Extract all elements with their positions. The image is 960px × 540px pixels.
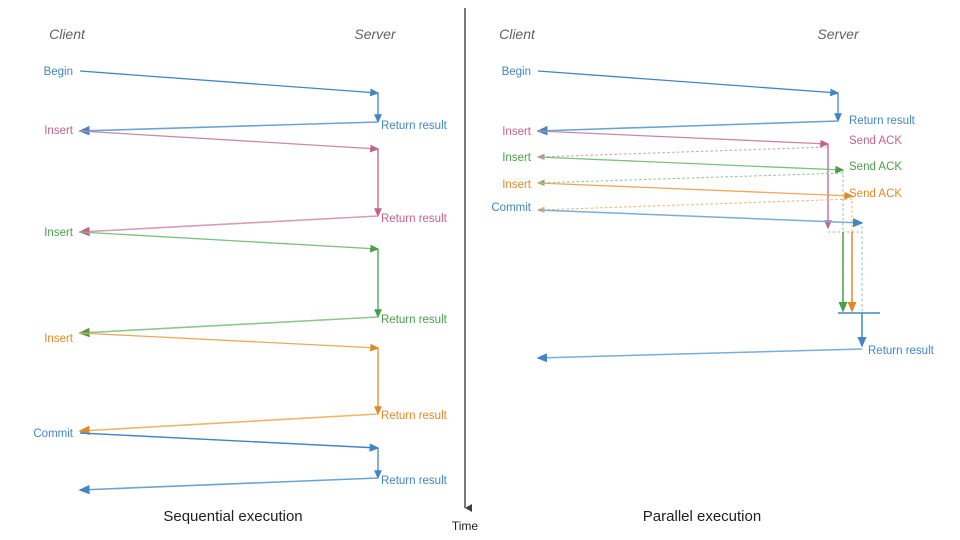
- client-label-insert-2: Insert: [44, 227, 74, 239]
- server-label-send-ack-3: Send ACK: [849, 188, 902, 200]
- arrow-insert3-request: [79, 332, 380, 352]
- server-label-return-result-2: Return result: [381, 213, 448, 225]
- panel-parallel: Client Server Return result Send ACK: [491, 26, 934, 525]
- arrow-commit-response-parallel: [536, 348, 863, 363]
- arrow-ack1-dotted: [536, 146, 829, 161]
- panel-caption-parallel: Parallel execution: [643, 508, 761, 525]
- arrow-begin-response-parallel: [536, 120, 839, 136]
- client-label-insert-2-parallel: Insert: [502, 152, 532, 164]
- arrow-begin-response: [78, 121, 379, 136]
- server-label-return-result-parallel-2: Return result: [868, 345, 935, 357]
- time-axis-label: Time: [452, 519, 479, 533]
- client-label-insert-3: Insert: [44, 333, 74, 345]
- message-insert-2: [78, 231, 382, 338]
- arrow-begin-request-parallel: [537, 70, 840, 97]
- client-label-commit-parallel: Commit: [491, 202, 531, 214]
- server-label-send-ack-1: Send ACK: [849, 135, 902, 147]
- client-label-begin: Begin: [44, 66, 73, 78]
- arrow-commit-request-parallel: [537, 209, 864, 228]
- arrow-insert1-response: [78, 215, 379, 237]
- arrow-insert3-request-parallel: [537, 182, 854, 200]
- panel-sequential: Client Server Return result Return resul…: [33, 26, 447, 525]
- client-label-insert-1-parallel: Insert: [502, 126, 532, 138]
- lane-label-client: Client: [49, 26, 86, 42]
- message-commit: [78, 432, 382, 495]
- arrow-insert2-request: [79, 231, 380, 253]
- message-insert-3-parallel: [536, 182, 857, 313]
- lane-label-server-parallel: Server: [817, 26, 860, 42]
- arrow-insert1-request-parallel: [537, 130, 830, 148]
- arrow-commit-request: [79, 432, 380, 452]
- message-commit-parallel: [536, 209, 880, 363]
- client-label-begin-parallel: Begin: [502, 66, 531, 78]
- lane-label-server: Server: [354, 26, 397, 42]
- arrow-ack2-dotted: [536, 172, 844, 187]
- arrow-insert2-response: [78, 316, 379, 338]
- server-label-return-result-4: Return result: [381, 410, 448, 422]
- server-label-send-ack-2: Send ACK: [849, 161, 902, 173]
- arrow-insert1-request: [79, 130, 380, 153]
- client-label-insert-1: Insert: [44, 125, 74, 137]
- message-begin-parallel: [536, 70, 842, 136]
- lane-label-client-parallel: Client: [499, 26, 536, 42]
- message-insert-1: [78, 130, 382, 237]
- arrow-insert3-response: [78, 413, 379, 436]
- message-begin: [78, 70, 382, 136]
- server-label-return-result-parallel-1: Return result: [849, 115, 916, 127]
- arrow-commit-response: [78, 477, 379, 495]
- arrow-begin-request: [79, 70, 380, 97]
- message-insert-2-parallel: [536, 156, 848, 313]
- server-label-return-result-3: Return result: [381, 314, 448, 326]
- message-insert-3: [78, 332, 382, 436]
- client-label-commit: Commit: [33, 428, 73, 440]
- panel-caption-sequential: Sequential execution: [163, 508, 302, 525]
- arrow-insert2-request-parallel: [537, 156, 845, 174]
- message-insert-1-parallel: [536, 130, 862, 233]
- server-label-return-result-1: Return result: [381, 120, 448, 132]
- client-label-insert-3-parallel: Insert: [502, 179, 532, 191]
- server-label-return-result-5: Return result: [381, 475, 448, 487]
- arrow-ack3-dotted: [536, 198, 853, 214]
